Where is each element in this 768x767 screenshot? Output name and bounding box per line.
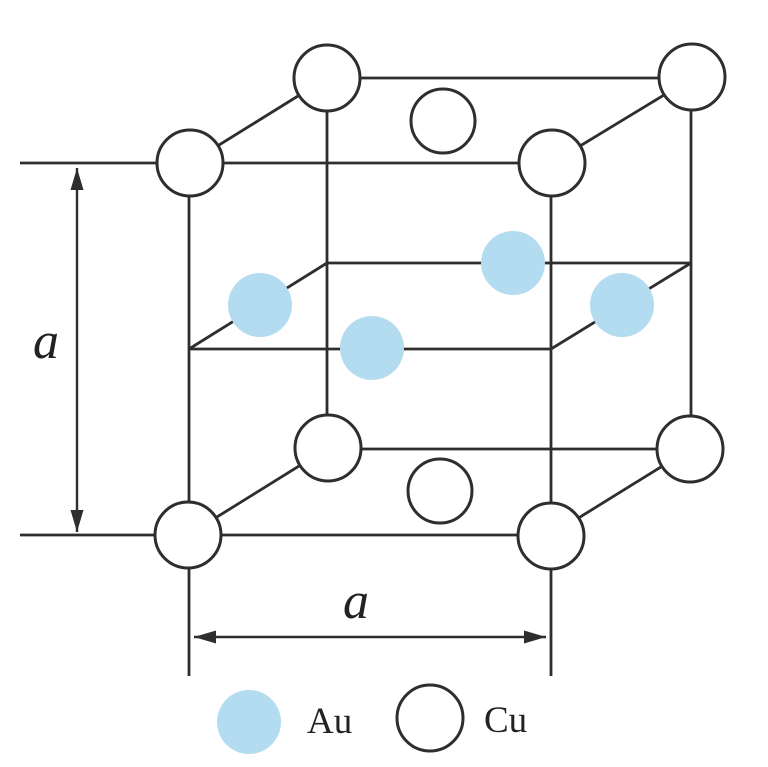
cu-atom: [155, 128, 225, 198]
dimension-arrow-vertical-arrowhead: [70, 510, 84, 532]
legend-label-cu: Cu: [484, 700, 528, 741]
au-atom: [340, 316, 404, 380]
au-atom: [590, 273, 654, 337]
dimension-arrow-horizontal-arrowhead: [194, 630, 216, 644]
dimension-arrow-horizontal-arrowhead: [524, 630, 546, 644]
cu-atom: [655, 414, 725, 484]
cu-atom: [293, 413, 363, 483]
dimension-arrow-vertical-arrowhead: [70, 168, 84, 190]
cu-atom: [292, 43, 362, 113]
au-atom: [228, 273, 292, 337]
cu-atom: [406, 457, 474, 525]
au-atom: [481, 231, 545, 295]
lattice-parameter-label-horizontal: a: [343, 573, 369, 630]
lattice-parameter-label-vertical: a: [33, 313, 59, 370]
legend-swatch-cu: [395, 683, 465, 753]
legend-label-au: Au: [307, 701, 353, 742]
cu-atom: [516, 501, 586, 571]
legend-swatch-au: [217, 690, 281, 754]
cu-atom: [153, 500, 223, 570]
cu-atom: [517, 128, 587, 198]
cu-atom: [657, 42, 727, 112]
cu-atom: [409, 87, 477, 155]
